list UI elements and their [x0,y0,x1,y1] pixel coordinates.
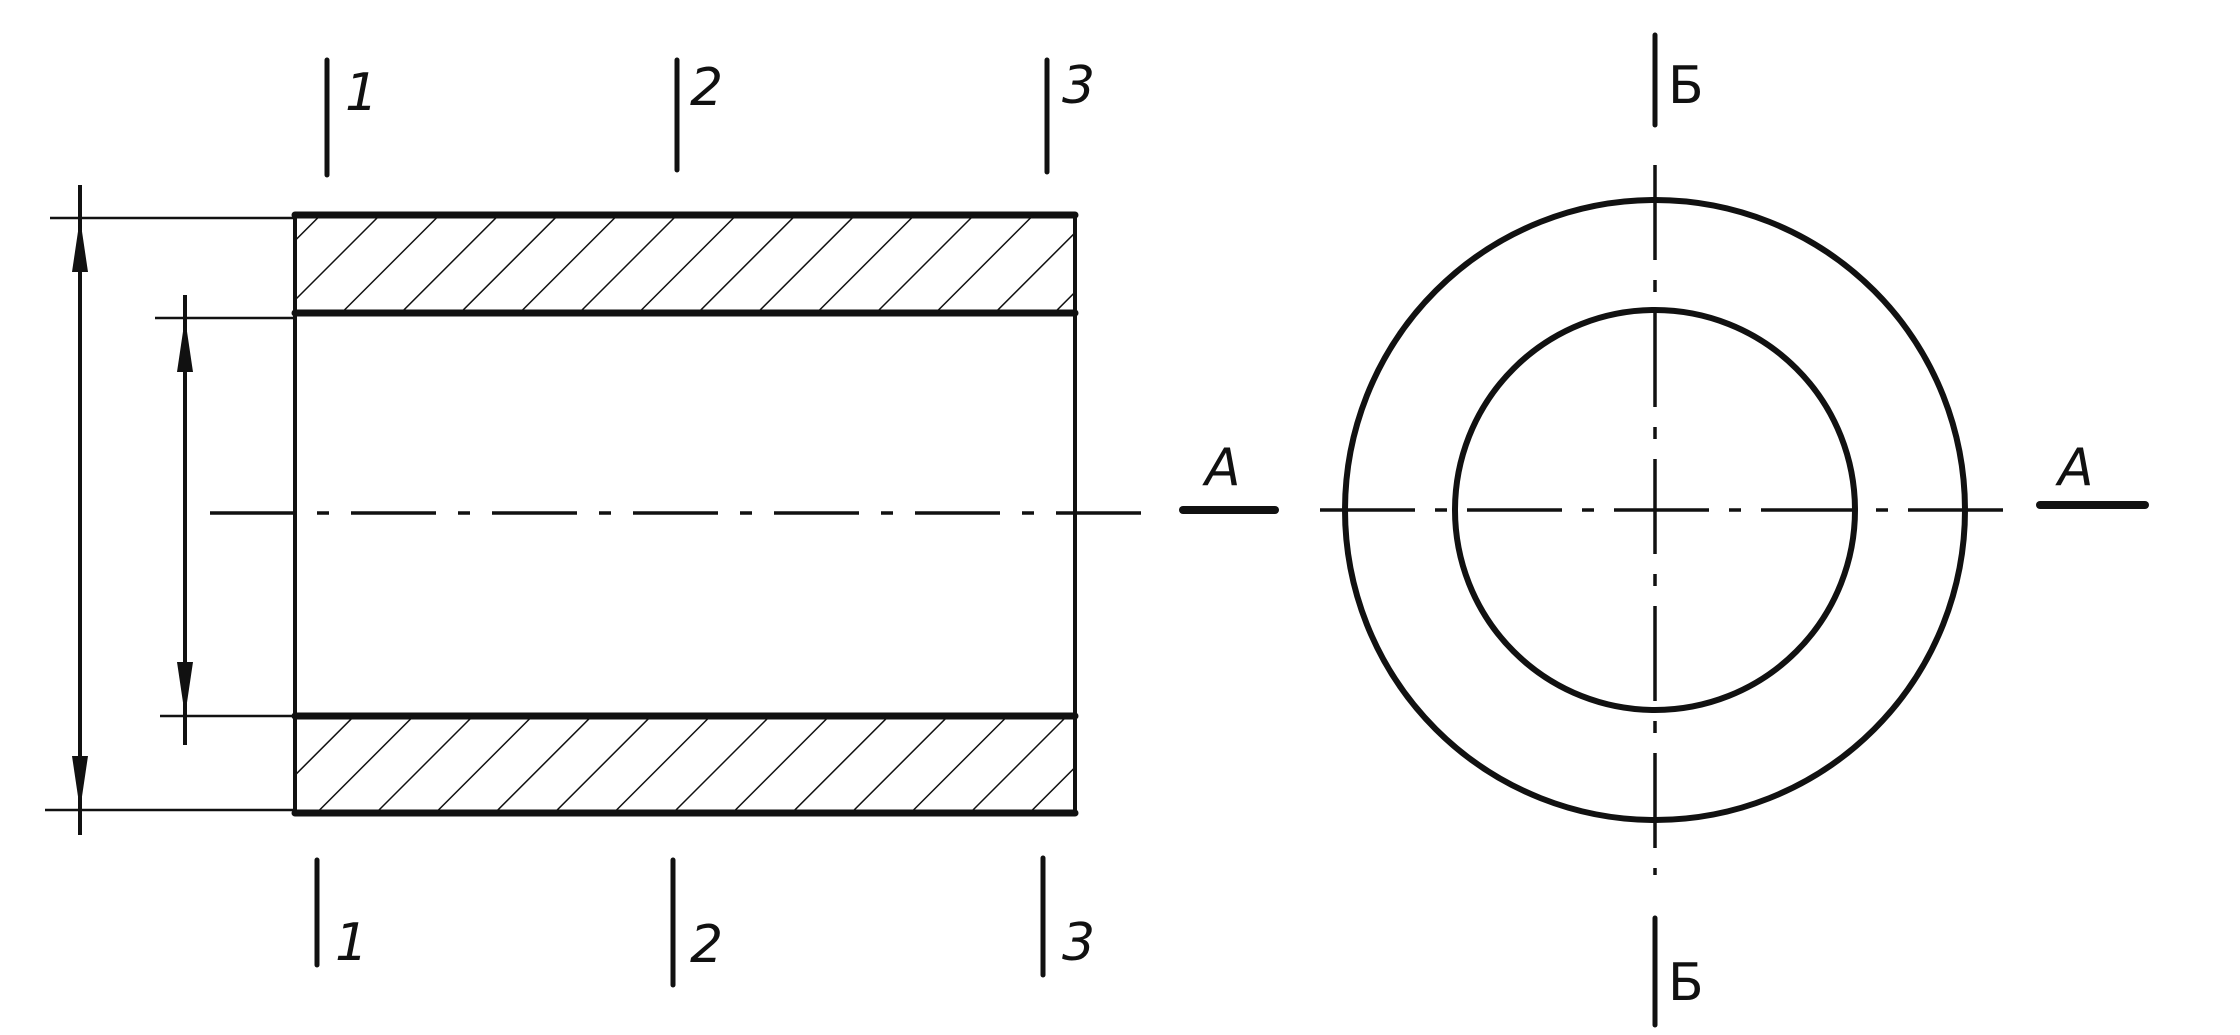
section-3-top-label: 3 [1062,56,1095,116]
section-3-bottom-label: 3 [1062,913,1095,973]
outer-diameter-dimension [72,185,88,835]
b-bottom-label: Б [1668,953,1704,1013]
section-2-bottom-label: 2 [690,915,723,975]
section-a-markers: A A [1179,438,2149,514]
section-2-top-label: 2 [690,58,723,118]
top-wall-hatch [295,215,1075,310]
front-view: Б Б [1320,32,2010,1028]
section-1-bottom-label: 1 [335,913,368,973]
section-1-top-label: 1 [345,63,378,123]
bottom-wall-hatch [295,718,1075,813]
a-left-label: A [1202,438,1241,498]
a-right-label: A [2055,438,2094,498]
b-top-label: Б [1668,56,1704,116]
side-view: 1 2 3 1 2 3 [45,56,1160,988]
inner-diameter-dimension [177,295,193,745]
